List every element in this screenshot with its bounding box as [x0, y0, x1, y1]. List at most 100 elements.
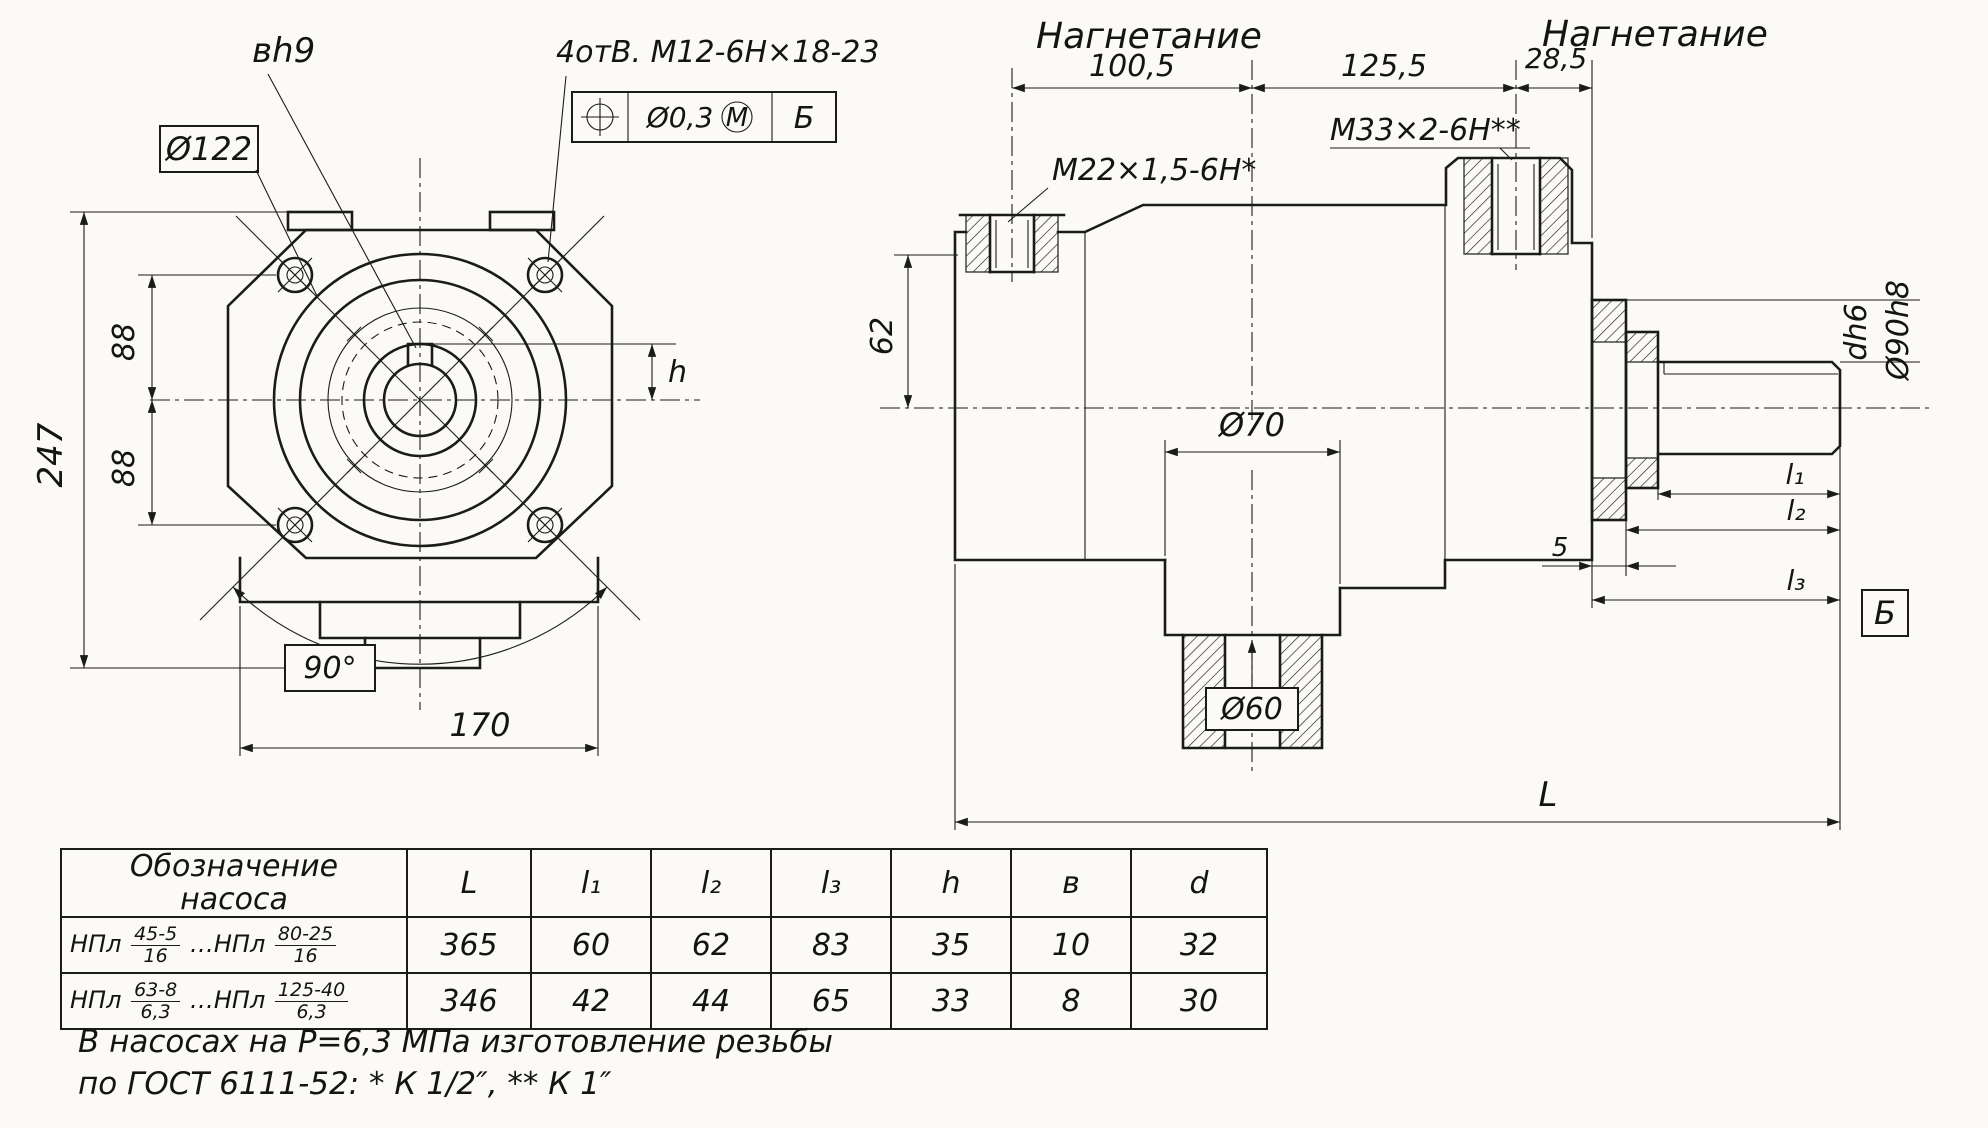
- dim-l1-label: l₁: [1785, 458, 1804, 491]
- dim-125-5: 125,5: [1341, 49, 1427, 84]
- datum-b-label: Б: [1874, 594, 1896, 632]
- cell-l1: 42: [530, 972, 652, 1030]
- dim-100-5: 100,5: [1089, 49, 1175, 84]
- dim-170-value: 170: [449, 706, 510, 744]
- cell-d: 30: [1130, 972, 1268, 1030]
- designation-prefix: НПл: [70, 930, 122, 958]
- dim-62-value: 62: [865, 317, 900, 355]
- front-view: вh9 4отВ. М12-6Н×18-23 Ø0,3 М Б Ø122: [31, 31, 879, 756]
- cell-l3: 65: [770, 972, 892, 1030]
- dimension-table: Обозначение насоса L l₁ l₂ l₃ h в d НПл …: [60, 848, 1268, 1030]
- base-outline: [238, 556, 600, 604]
- flange-diameter-value: Ø122: [164, 130, 252, 168]
- cell-l2: 62: [650, 916, 772, 974]
- dim-thread-diameter: Ø60: [1205, 640, 1299, 731]
- dim-28-5: 28,5: [1525, 42, 1587, 75]
- dim-keyway-height: h: [432, 343, 687, 400]
- cell-b: 10: [1010, 916, 1132, 974]
- position-tolerance-icon: [581, 98, 619, 136]
- dim-boss-diameter: Ø70: [1164, 406, 1341, 584]
- gdt-modifier: М: [726, 103, 748, 133]
- designation-mid: …НПл: [189, 986, 266, 1014]
- port-boss-step1: [318, 600, 522, 640]
- cell-d: 32: [1130, 916, 1268, 974]
- shaft-assembly: [1590, 298, 1842, 522]
- dim-overall-height: 247: [31, 211, 365, 669]
- discharge-label-right: Нагнетание: [1542, 14, 1768, 55]
- discharge-label-left: Нагнетание: [1036, 16, 1262, 57]
- dim-l3-label: l₃: [1786, 564, 1805, 597]
- header-L: L: [406, 848, 532, 918]
- pump-body-outline: [226, 228, 614, 560]
- gdt-tolerance-value: Ø0,3: [646, 101, 714, 134]
- top-left-ear: [286, 210, 354, 232]
- note-line-2: по ГОСТ 6111-52: * К 1/2″, ** К 1″: [78, 1065, 612, 1102]
- shaft-diameter-callouts: dh6 Ø90h8: [1626, 280, 1920, 382]
- bolt-hole: [526, 256, 564, 294]
- dim-5-label: 5: [1552, 533, 1569, 563]
- header-designation: Обозначение насоса: [60, 848, 408, 918]
- table-header-row: Обозначение насоса L l₁ l₂ l₃ h в d: [60, 848, 1268, 918]
- holes-leader-line: [547, 75, 567, 263]
- cell-l1: 60: [530, 916, 652, 974]
- cell-b: 8: [1010, 972, 1132, 1030]
- dim-h-value: h: [668, 355, 687, 390]
- side-view: Нагнетание Нагнетание 100,5 125,5 28,5 М…: [865, 14, 1930, 830]
- cell-l2: 44: [650, 972, 772, 1030]
- note-line-1: В насосах на Р=6,3 МПа изготовление резь…: [78, 1024, 833, 1060]
- m33-leader-line: [1499, 147, 1513, 161]
- holes-note-label: 4отВ. М12-6Н×18-23: [556, 35, 879, 70]
- m22-leader-line: [1007, 187, 1049, 223]
- dim-88-upper: 88: [107, 323, 142, 361]
- cell-h: 35: [890, 916, 1012, 974]
- datum-b-flag: Б: [1861, 589, 1909, 637]
- cell-h: 33: [890, 972, 1012, 1030]
- bolt-hole: [276, 256, 314, 294]
- dim-hole-spacing: 88 88: [107, 274, 276, 526]
- bolt-hole: [526, 506, 564, 544]
- gdt-frame: Ø0,3 М Б: [571, 91, 837, 143]
- cell-l3: 83: [770, 916, 892, 974]
- port-boss-step2: [363, 636, 482, 670]
- dim-base-width: 170: [239, 606, 599, 756]
- material-modifier-icon: [721, 101, 753, 133]
- dim-l2-label: l₂: [1786, 494, 1805, 527]
- top-right-ear: [488, 210, 556, 232]
- header-l2: l₂: [650, 848, 772, 918]
- flange-circles: [272, 252, 568, 548]
- header-h: h: [890, 848, 1012, 918]
- m22-port: [958, 213, 1066, 274]
- m22-thread-label: М22×1,5-6Н*: [1052, 153, 1256, 188]
- casing-outline-right: [1056, 156, 1594, 590]
- header-b: в: [1010, 848, 1132, 918]
- dim-overall-length: L: [954, 564, 1840, 830]
- header-designation-line2: насоса: [180, 882, 288, 917]
- m33-thread-label: М33×2-6Н**: [1330, 113, 1521, 148]
- shaft-flange-label: Ø90h8: [1881, 280, 1916, 382]
- flange-diameter-callout: Ø122: [159, 125, 319, 299]
- gdt-datum-ref: Б: [794, 101, 815, 136]
- designation-prefix: НПл: [70, 986, 122, 1014]
- dim-top-chain: 100,5 125,5 28,5: [1011, 42, 1593, 238]
- keyway-leader-line: [267, 73, 417, 349]
- casing-outline-left: [953, 230, 1167, 562]
- header-d: d: [1130, 848, 1268, 918]
- designation-mid: …НПл: [189, 930, 266, 958]
- drawing-notes: В насосах на Р=6,3 МПа изготовление резь…: [78, 1022, 833, 1106]
- shaft-d-label: dh6: [1839, 303, 1874, 360]
- dia-60-value: Ø60: [1219, 692, 1283, 727]
- dim-height-value: 247: [31, 422, 71, 487]
- dia-70-value: Ø70: [1217, 406, 1285, 444]
- angle-value: 90°: [303, 651, 356, 686]
- pitch-marks: [346, 326, 494, 474]
